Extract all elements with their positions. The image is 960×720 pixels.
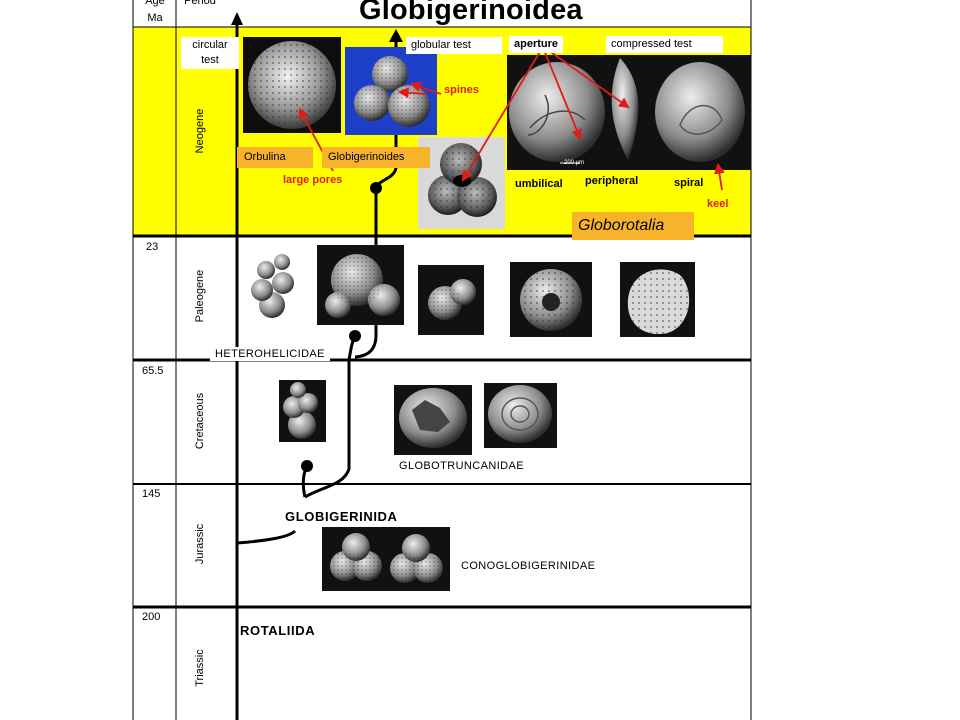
period-label-paleogene: Paleogene [194, 269, 206, 323]
label-globorotalia: Globorotalia [572, 212, 694, 240]
label-peripheral: peripheral [585, 175, 639, 187]
label-globigerinoides: Globigerinoides [322, 147, 430, 168]
period-column-header: Period [184, 0, 216, 7]
sem-globigerinoides [345, 47, 437, 135]
sem-paleogene-globigerinid [317, 245, 404, 325]
page-title: Globigerinoidea [359, 0, 583, 26]
main-lineage-arrow [231, 12, 243, 720]
age-header-line2: Ma [147, 12, 163, 24]
circular-test-line2: test [201, 54, 219, 66]
label-globigerinida: GLOBIGERINIDA [285, 509, 398, 524]
sem-cretaceous-heterohelicid [279, 380, 326, 442]
sem-paleogene-4 [510, 262, 592, 337]
period-label-neogene: Neogene [194, 108, 206, 154]
label-keel: keel [707, 198, 729, 210]
label-large-pores: large pores [283, 174, 343, 186]
sem-globotruncana-2 [484, 383, 557, 448]
period-label-jurassic: Jurassic [194, 523, 206, 565]
label-orbulina: Orbulina [237, 147, 313, 168]
lineage-node [370, 182, 382, 194]
label-globular-test: globular test [406, 37, 502, 54]
sem-globotruncana-1 [394, 385, 472, 455]
label-aperture: aperture [509, 36, 564, 53]
period-label-cretaceous: Cretaceous [194, 392, 206, 450]
age-label-cretaceous: 65.5 [142, 365, 164, 377]
sem-globorotalia-views [507, 55, 751, 170]
label-rotaliida: ROTALIIDA [240, 623, 316, 638]
sem-globigerinoides-aperture [418, 137, 505, 229]
label-umbilical: umbilical [515, 178, 563, 190]
period-label-triassic: Triassic [194, 649, 206, 687]
age-label-triassic: 200 [142, 611, 161, 623]
age-label-paleogene: 23 [146, 241, 159, 253]
sem-paleogene-5 [620, 262, 695, 337]
label-heterohelicidae: HETEROHELICIDAE [210, 347, 330, 361]
label-spiral: spiral [674, 177, 704, 189]
sem-paleogene-3 [418, 265, 484, 335]
label-spines: spines [444, 84, 479, 96]
sem-paleogene-heterohelicid [240, 249, 302, 324]
label-conoglobigerinidae: CONOGLOBIGERINIDAE [461, 560, 596, 572]
label-globotruncanidae: GLOBOTRUNCANIDAE [399, 460, 524, 472]
lineage-node [349, 330, 361, 342]
lineage-node [301, 460, 313, 472]
label-compressed-test: compressed test [606, 36, 723, 53]
sem-conoglobigerina [322, 527, 450, 591]
lineage-arrowhead [389, 29, 403, 42]
age-label-jurassic: 145 [142, 488, 161, 500]
circular-test-line1: circular [192, 39, 228, 51]
age-column-header: Age Ma [134, 0, 176, 27]
sem-orbulina [243, 37, 341, 133]
label-circular-test: circular test [181, 37, 239, 69]
annotation-arrows [298, 49, 725, 191]
age-header-line1: Age [145, 0, 165, 7]
scale-bar-label: 200 µm [564, 160, 585, 166]
